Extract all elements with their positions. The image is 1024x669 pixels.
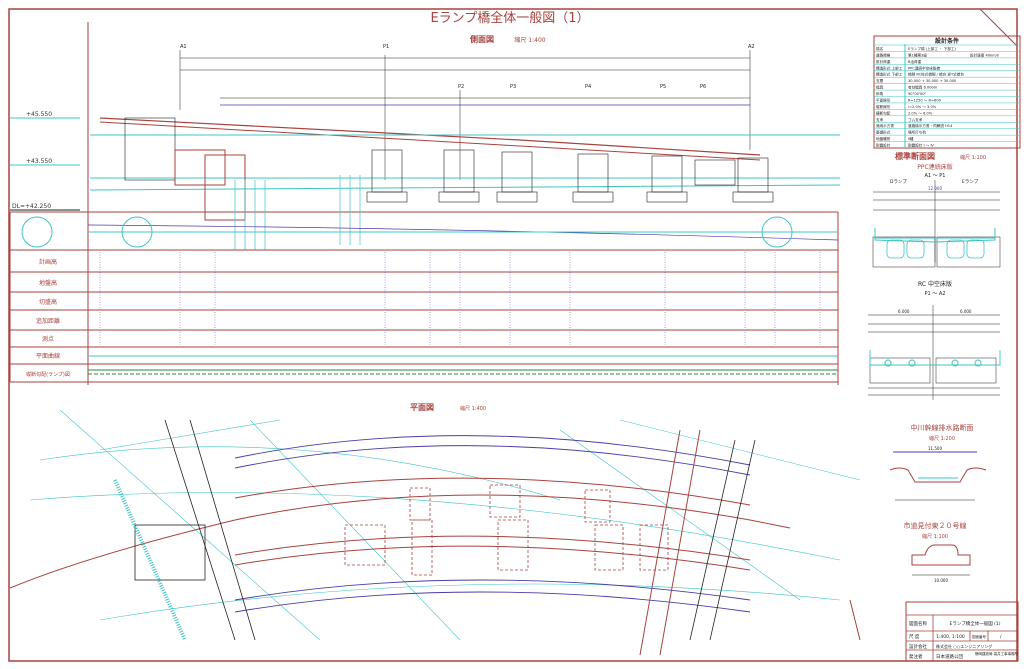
title-block-label: 尺 度 — [909, 633, 920, 640]
drain-scale: 縮尺 1:200 — [929, 435, 955, 442]
office-name: 静岡建設局 袋井工事事務所 — [975, 651, 1019, 656]
spec-label: 設計荷重 — [876, 59, 891, 64]
spec-label: 構造形式 上部工 — [876, 65, 903, 70]
client-name: 日本道路公団 — [936, 653, 963, 660]
half-width: 6.000 — [898, 309, 910, 314]
plan-view: 平面図 縮尺 1:400 — [9, 403, 861, 656]
right-ramp-label: Eランプ — [962, 179, 979, 185]
road-width: 10.000 — [934, 578, 948, 583]
spec-value: 設計速度 40km/h — [970, 52, 999, 57]
elevation-label: +45.550 — [26, 111, 52, 118]
cross-section-sub1: PPC連続床版 — [917, 163, 952, 171]
title-block: 図面名称 Eランプ橋全体一般図 (1) 尺 度 1:400, 1:100 図面番… — [905, 601, 1019, 662]
row-label: 計画高 — [39, 258, 57, 266]
cross-section-range: A1 ～ P1 — [925, 173, 946, 179]
spec-value: PPC連続中空床版橋 — [908, 65, 940, 70]
spec-value: 有効幅員 6.000m — [908, 85, 938, 90]
spec-label: 横断勾配 — [876, 110, 891, 115]
spec-label: 道路規格 — [876, 52, 891, 57]
drawing-name: Eランプ橋全体一般図 (1) — [949, 620, 1000, 627]
span-label: P6 — [700, 84, 706, 90]
spec-value: 第1種第3級 — [908, 52, 927, 57]
spec-label: 縦断線形 — [876, 104, 891, 109]
drain-title: 中川幹線排水路断面 — [911, 423, 974, 432]
row-label: 切盛高 — [39, 298, 57, 306]
left-ramp-label: Dランプ — [890, 179, 907, 185]
row-label: 追加距離 — [36, 317, 60, 325]
cross-section-scale: 縮尺 1:100 — [960, 154, 986, 161]
spec-value: R=1250 ～ R=600 — [908, 98, 942, 102]
elevation-label: DL=+42.250 — [12, 203, 51, 210]
sheet-title: Eランプ橋全体一般図（1） — [430, 10, 589, 26]
sheet-number: / — [1000, 634, 1002, 640]
spec-table: 設計条件 橋名 Eランプ橋 (上部工 ・ 下部工) 道路規格 第1種第3級 設計速度 4… — [873, 35, 1021, 149]
spec-value: 道路橋示方書・同解説 H14 — [908, 123, 953, 128]
title-block-label: 設計会社 — [909, 643, 927, 650]
spec-label: 基礎形式 — [876, 130, 891, 135]
half-width: 6.000 — [960, 309, 972, 314]
design-company: 株式会社 ○○エンジニアリング — [936, 643, 992, 649]
title-block-label: 図面番号 — [972, 634, 986, 639]
span-label: P1 — [383, 44, 389, 50]
spec-value: ゴム支承 — [908, 117, 923, 122]
spec-value: 耐震設計 Ⅰ ～ Ⅳ — [908, 143, 934, 148]
spec-value: 2.0% ～ 6.0% — [908, 111, 933, 115]
profile-title: 側面図 — [469, 34, 494, 44]
drain-width: 11.500 — [928, 446, 942, 451]
span-label: A2 — [748, 44, 755, 50]
cross-section-sub2: RC 中空床版 — [918, 280, 952, 288]
title-block-label: 図面名称 — [909, 620, 927, 627]
row-label: 縦断勾配(ランプ)図 — [26, 371, 70, 378]
road-section-title: 市道見付東２０号線 — [904, 521, 967, 530]
spec-value: 場所打ち杭 — [908, 130, 926, 135]
spec-label: 支承 — [876, 117, 884, 122]
spec-value: 30.000 + 30.000 + 30.000 — [908, 79, 957, 83]
drain-section: 中川幹線排水路断面 縮尺 1:200 11.500 市道見付東２０号線 縮尺 1… — [889, 423, 987, 583]
row-label: 測点 — [42, 335, 54, 343]
spec-label: 構造形式 下部工 — [876, 72, 903, 77]
spec-label: 平面線形 — [876, 97, 891, 102]
spec-label: 地盤種別 — [876, 136, 891, 141]
drawing-scale: 1:400, 1:100 — [936, 634, 965, 640]
cross-section-view: 標準断面図 縮尺 1:100 PPC連続床版 A1 ～ P1 Dランプ Eランプ… — [868, 151, 1001, 400]
title-block-label: 発注者 — [909, 653, 923, 660]
spec-label: 支間 — [876, 78, 884, 83]
span-label: P4 — [585, 84, 591, 90]
spec-label: 幅員 — [876, 85, 884, 90]
spec-label: 斜角 — [876, 91, 884, 96]
span-label: A1 — [180, 44, 187, 50]
cross-section-title: 標準断面図 — [895, 151, 935, 161]
spec-label: 耐震設計 — [876, 143, 891, 148]
spec-value: 橋脚 RC柱式橋脚 / 橋台 逆T式橋台 — [908, 72, 964, 77]
elevation-label: +43.550 — [26, 158, 52, 165]
spec-value: Ⅱ種 — [908, 136, 914, 141]
plan-title: 平面図 — [410, 403, 434, 412]
span-label: P5 — [660, 84, 666, 90]
spec-value: i=2.0% ～ 3.0% — [908, 105, 937, 109]
row-label: 平面曲線 — [36, 352, 60, 360]
profile-view: +45.550 +43.550 DL=+42.250 — [9, 22, 841, 385]
spec-value: 90°00'00" — [908, 92, 927, 96]
spec-value: B活荷重 — [908, 59, 922, 64]
spec-value: Eランプ橋 (上部工 ・ 下部工) — [908, 46, 957, 51]
span-label: P3 — [510, 84, 516, 90]
road-section-scale: 縮尺 1:100 — [922, 533, 948, 540]
sheet-border — [8, 8, 1018, 662]
profile-scale: 縮尺 1:400 — [514, 36, 545, 44]
row-label: 地盤高 — [39, 279, 57, 287]
spec-header: 設計条件 — [935, 37, 959, 45]
cross-section-range: P1 ～ A2 — [925, 291, 946, 297]
spec-label: 適用示方書 — [876, 123, 894, 128]
span-label: P2 — [458, 84, 464, 90]
plan-scale: 縮尺 1:400 — [460, 405, 486, 412]
spec-label: 橋名 — [876, 46, 884, 51]
corner-mark — [979, 8, 1018, 47]
